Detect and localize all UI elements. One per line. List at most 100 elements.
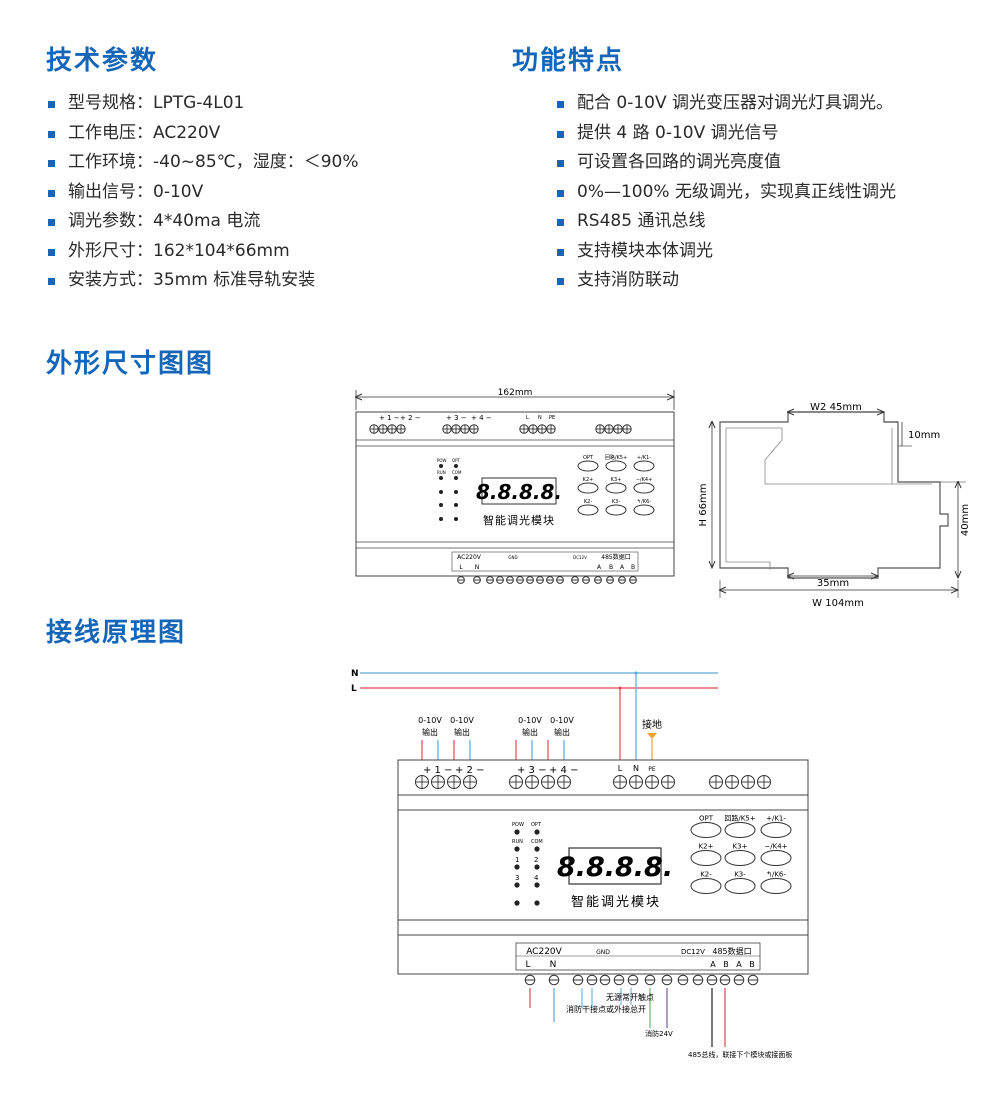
front-ind-pow: POW [437,458,447,463]
key-label: ↰/K6- [766,871,786,879]
front-module-name: 智能调光模块 [483,513,555,527]
front-ind-com: COM [452,470,462,475]
side-height-label: H 66mm [698,484,709,527]
side-w2-label: W2 45mm [810,402,862,413]
key-button [760,822,792,838]
bottom-n: N [550,960,557,970]
bullet-icon [557,219,564,226]
key-button [633,504,655,516]
list-item: 支持模块本体调光 [557,237,896,267]
key-label: K3+ [611,477,622,483]
side-width-label: W 104mm [812,598,864,609]
ind-4: 4 [534,874,539,882]
list-item: 0%—100% 无级调光，实现真正线性调光 [557,178,896,208]
top-label-n: N [633,764,639,773]
bullet-icon [48,248,55,256]
side-10mm-label: 10mm [908,430,940,441]
key-label: OPT [699,815,714,823]
top-label-pe: PE [648,766,656,773]
list-item: 输出信号：0-10V [48,178,359,208]
front-width-label: 162mm [498,388,533,398]
output-label-text: 输出 [454,727,470,737]
module-name: 智能调光模块 [571,895,661,910]
display: 8.8.8.8. [557,852,673,883]
key-label: OPT [583,455,594,461]
bullet-icon [48,219,55,226]
key-label: K3+ [733,843,748,851]
key-label: −/K4+ [636,477,653,483]
key-button [577,482,599,494]
bus-n-label: N [351,669,359,679]
front-label-l2: L [459,564,463,571]
front-label-n: N [538,415,542,421]
key-button [577,460,599,472]
top-label-ch3: + 3 − [517,765,546,776]
dimensions-title: 外形尺寸图图 [46,349,215,379]
list-item: 型号规格：LPTG-4L01 [48,89,359,119]
bullet-icon [48,160,55,167]
key-label: ↰/K6- [637,499,651,505]
bottom-l: L [525,960,530,970]
list-item: 可设置各回路的调光亮度值 [557,148,896,178]
list-item: 配合 0-10V 调光变压器对调光灯具调光。 [557,89,896,119]
front-label-ch1: + 1 − [379,414,400,422]
key-button [760,850,792,866]
ind-pow: POW [512,822,524,828]
front-a2: A [620,564,625,571]
front-label-ch2: + 2 − [400,414,421,422]
ind-run: RUN [512,839,523,845]
bullet-icon [557,101,564,108]
output-label-text: 输出 [554,727,570,737]
front-gnd: GND [508,555,517,560]
ind-opt: OPT [531,822,542,828]
front-label-ch3: + 3 − [446,414,467,422]
wiring-title: 接线原理图 [46,618,187,648]
ind-2: 2 [534,856,538,864]
output-label-text: 输出 [522,727,538,737]
key-label: K2- [584,499,592,505]
front-b2: B [631,564,635,571]
fire-contact-label-1: 消防干接点或外接总开 [566,1004,646,1014]
output-label-voltage: 0-10V [418,716,442,725]
bus-l-label: L [351,684,357,694]
key-button [724,822,756,838]
top-terminals [415,775,771,789]
bullet-icon [557,278,564,285]
key-button [633,482,655,494]
dc12-label: DC12V [681,948,705,956]
tech-params-list: 型号规格：LPTG-4L01 工作电压：AC220V 工作环境：-40~85℃，… [48,89,359,296]
list-item: RS485 通讯总线 [557,207,896,237]
ac220-label: AC220V [526,947,562,957]
bottom-a1: A [710,960,716,969]
features-list: 配合 0-10V 调光变压器对调光灯具调光。 提供 4 路 0-10V 调光信号… [557,89,896,296]
key-label: −/K4+ [764,843,787,851]
front-ind-opt: OPT [452,458,461,463]
front-b1: B [609,564,613,571]
front-a1: A [597,564,602,571]
key-button [724,850,756,866]
bullet-icon [557,189,564,197]
ind-com: COM [531,839,543,845]
bus485-label: 485总线，联接下个模块或接面板 [688,1050,792,1059]
bullet-icon [557,160,564,167]
bottom-b2: B [749,960,755,969]
key-button [605,482,627,494]
key-button [760,878,792,894]
key-label: K2+ [699,843,714,851]
list-item: 外形尺寸：162*104*66mm [48,237,359,267]
top-label-ch1: + 1 − [423,765,452,776]
key-label: K2- [700,871,712,879]
bottom-a2: A [736,960,742,969]
side-view-diagram: W2 45mm 10mm H 66mm 40mm 35mm W 104mm [698,402,971,609]
side-35mm-label: 35mm [817,578,849,589]
bullet-icon [48,101,55,108]
bullet-icon [48,189,55,197]
fire24-label: 消防24V [645,1029,673,1038]
key-label: 回路/K5+ [605,454,627,461]
key-label: +/K1- [766,815,786,823]
ind-3: 3 [515,874,519,882]
key-button [605,460,627,472]
